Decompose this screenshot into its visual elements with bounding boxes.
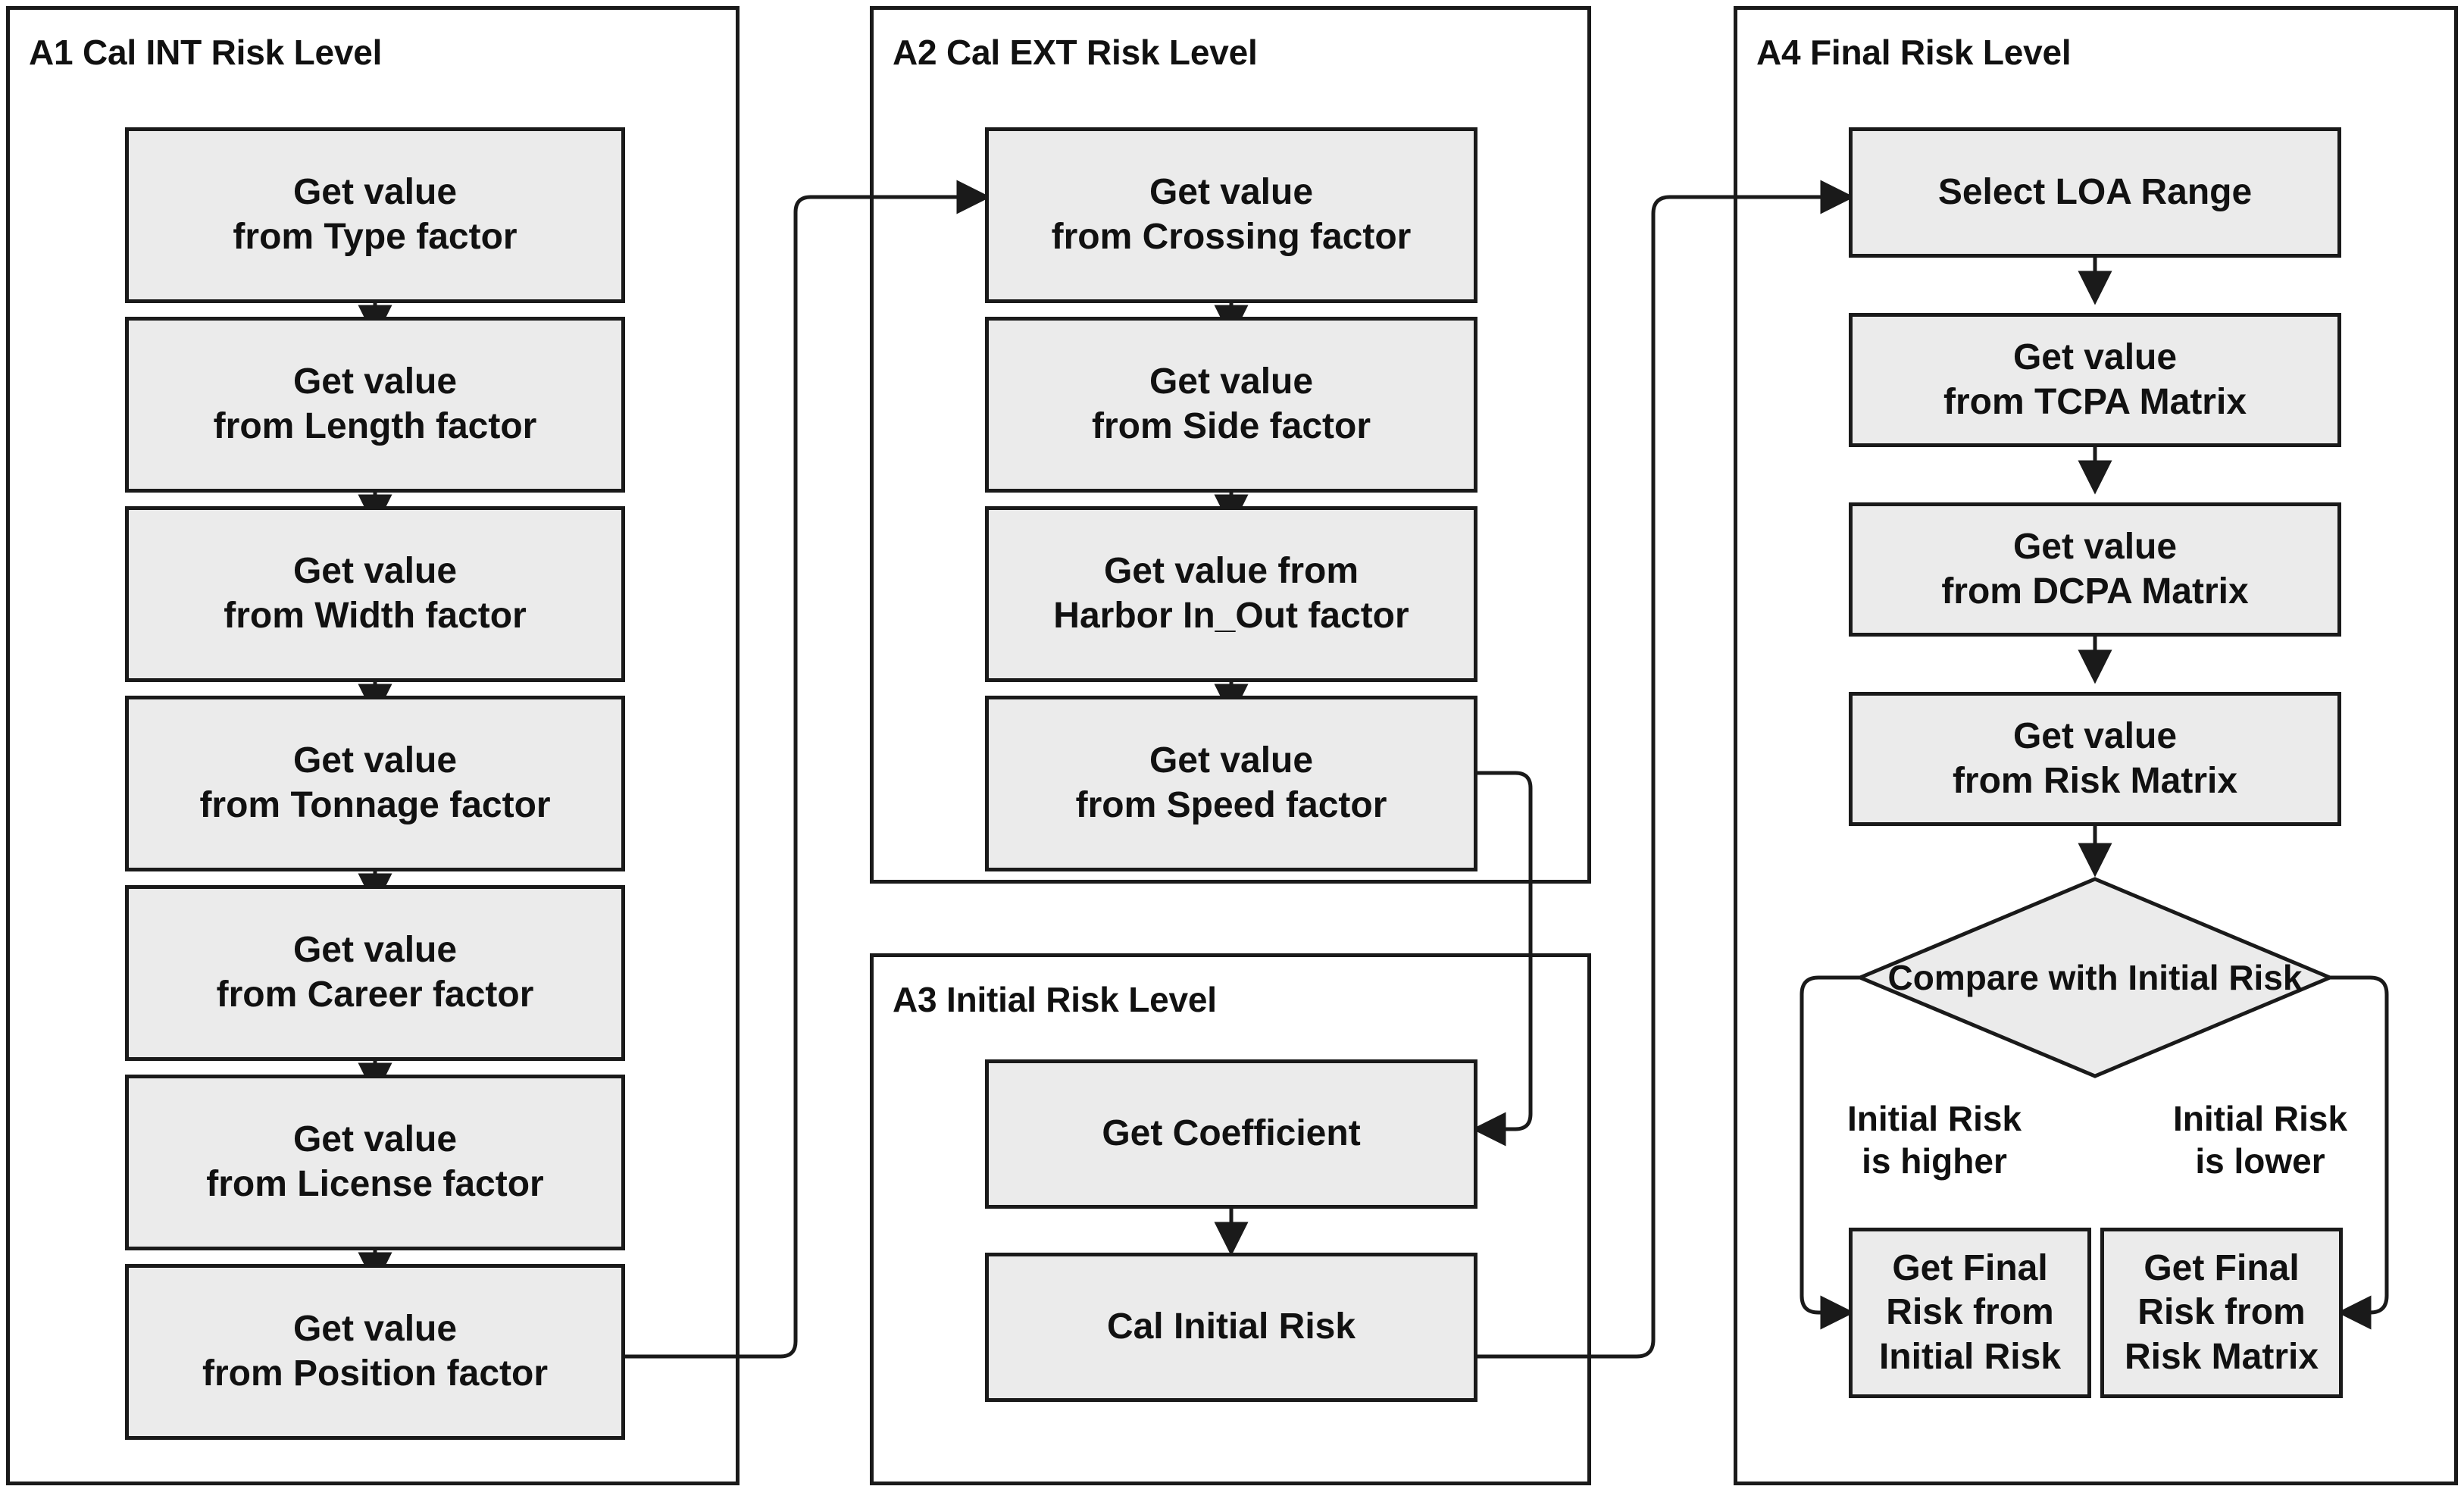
node-line-1: Get value (2012, 336, 2178, 377)
node-get-value-tcpa-matrix[interactable]: Get value from TCPA Matrix (1849, 313, 2341, 447)
node-get-value-length-factor[interactable]: Get value from Length factor (125, 317, 625, 493)
node-line-2: Risk from (1886, 1292, 2054, 1333)
node-line-1: Get value (292, 551, 458, 592)
node-line-2: from Type factor (233, 217, 518, 257)
node-line-1: Get Final (1892, 1247, 2048, 1288)
panel-a1-title: A1 Cal INT Risk Level (29, 33, 383, 72)
node-line-2: from Crossing factor (1051, 217, 1412, 257)
node-line-2: Risk from (2137, 1292, 2306, 1333)
node-get-coefficient[interactable]: Get Coefficient (985, 1059, 1477, 1209)
panel-a3-title: A3 Initial Risk Level (893, 980, 1217, 1019)
node-get-value-position-factor[interactable]: Get value from Position factor (125, 1264, 625, 1440)
node-line-3: Risk Matrix (2124, 1336, 2319, 1377)
node-line-1: Select LOA Range (1937, 171, 2253, 212)
node-get-value-crossing-factor[interactable]: Get value from Crossing factor (985, 127, 1477, 303)
node-line-2: from Speed factor (1075, 785, 1387, 825)
diamond-shape (1855, 877, 2335, 1078)
node-get-value-width-factor[interactable]: Get value from Width factor (125, 506, 625, 682)
panel-a4-title: A4 Final Risk Level (1756, 33, 2072, 72)
node-line-1: Get value (292, 740, 458, 781)
node-line-1: Get value (292, 172, 458, 213)
node-get-value-risk-matrix[interactable]: Get value from Risk Matrix (1849, 692, 2341, 826)
node-line-2: from Tonnage factor (199, 785, 551, 825)
panel-a2 (870, 6, 1591, 884)
node-get-value-career-factor[interactable]: Get value from Career factor (125, 885, 625, 1061)
node-line-1: Cal Initial Risk (1106, 1306, 1356, 1347)
node-line-2: from Length factor (213, 406, 537, 446)
node-line-1: Get value (1149, 361, 1314, 402)
node-get-value-type-factor[interactable]: Get value from Type factor (125, 127, 625, 303)
node-line-2: from DCPA Matrix (1941, 571, 2249, 612)
node-line-1: Get value (292, 1309, 458, 1350)
node-get-value-license-factor[interactable]: Get value from License factor (125, 1075, 625, 1250)
panel-a2-title: A2 Cal EXT Risk Level (893, 33, 1258, 72)
node-get-final-risk-from-initial-risk[interactable]: Get Final Risk from Initial Risk (1849, 1228, 2091, 1398)
branch-label-initial-risk-lower: Initial Risk is lower (2172, 1099, 2348, 1181)
panel-a4 (1734, 6, 2458, 1485)
node-line-2: from Width factor (224, 596, 527, 636)
node-line-1: Get value (1149, 740, 1314, 781)
node-line-2: from Risk Matrix (1952, 760, 2238, 801)
node-line-1: Get value (2012, 715, 2178, 756)
node-get-value-tonnage-factor[interactable]: Get value from Tonnage factor (125, 696, 625, 871)
node-line-2: from Side factor (1091, 406, 1371, 446)
node-line-2: from TCPA Matrix (1943, 381, 2247, 422)
node-get-final-risk-from-risk-matrix[interactable]: Get Final Risk from Risk Matrix (2100, 1228, 2343, 1398)
node-line-3: Initial Risk (1878, 1336, 2062, 1377)
node-select-loa-range[interactable]: Select LOA Range (1849, 127, 2341, 258)
node-line-2: from License factor (206, 1164, 544, 1204)
node-line-1: Get value (1149, 172, 1314, 213)
panel-a3 (870, 953, 1591, 1485)
node-cal-initial-risk[interactable]: Cal Initial Risk (985, 1253, 1477, 1402)
node-line-1: Get value (292, 930, 458, 971)
node-get-value-speed-factor[interactable]: Get value from Speed factor (985, 696, 1477, 871)
node-line-1: Get value (2012, 526, 2178, 567)
node-line-1: Get Coefficient (1102, 1113, 1361, 1154)
node-get-value-dcpa-matrix[interactable]: Get value from DCPA Matrix (1849, 502, 2341, 637)
decision-compare-with-initial-risk[interactable]: Compare with Initial Risk (1855, 875, 2335, 1080)
node-line-1: Get value (292, 361, 458, 402)
branch-label-initial-risk-higher: Initial Risk is higher (1846, 1099, 2022, 1181)
node-line-1: Get Final (2143, 1247, 2300, 1288)
node-get-value-harbor-in-out-factor[interactable]: Get value from Harbor In_Out factor (985, 506, 1477, 682)
node-line-2: Harbor In_Out factor (1053, 596, 1409, 636)
panel-a1 (6, 6, 740, 1485)
node-line-1: Get value from (1103, 551, 1359, 592)
node-get-value-side-factor[interactable]: Get value from Side factor (985, 317, 1477, 493)
node-line-1: Get value (292, 1119, 458, 1160)
node-line-2: from Position factor (202, 1353, 549, 1394)
node-line-2: from Career factor (216, 975, 534, 1015)
